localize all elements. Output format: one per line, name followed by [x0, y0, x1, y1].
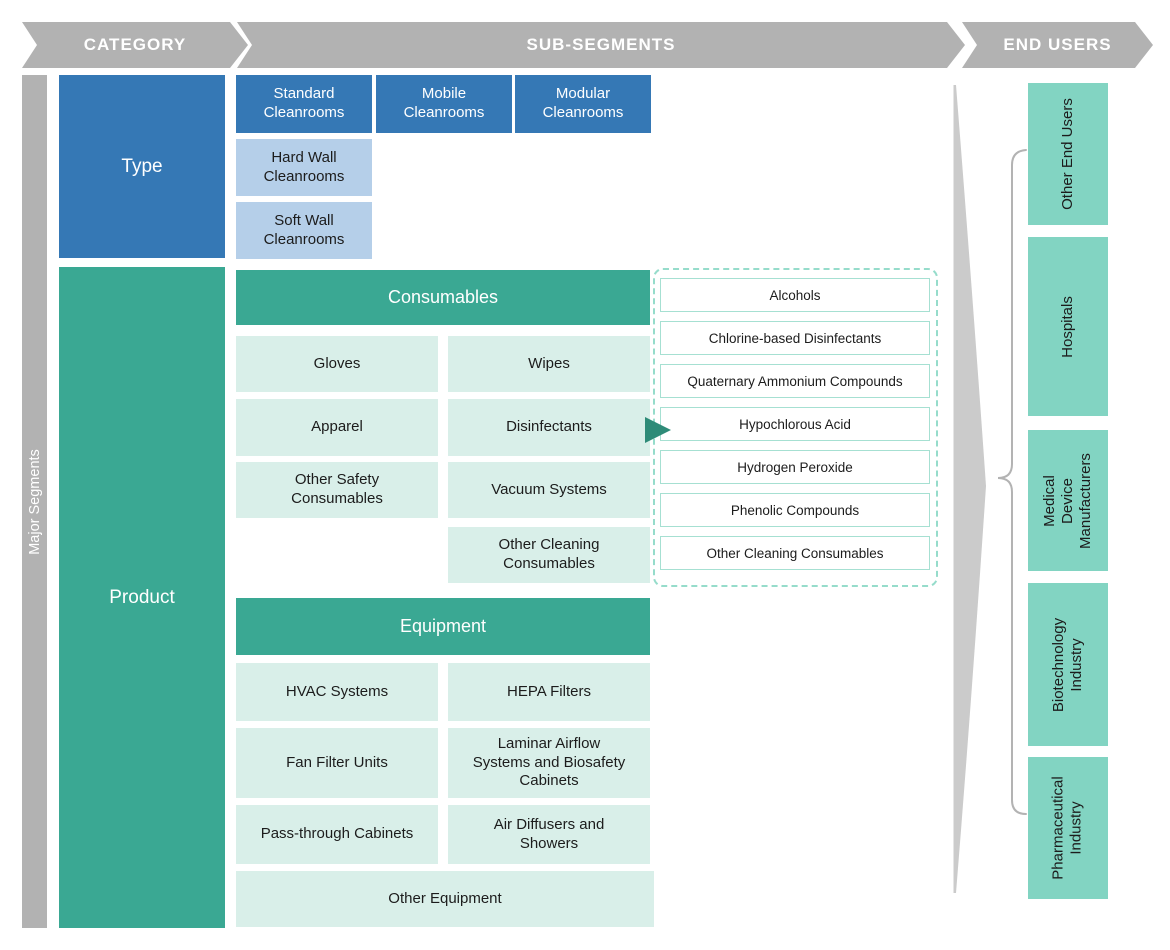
end-user-medical-device-manufacturers: Medical Device Manufacturers	[1028, 430, 1108, 571]
cell-hepa-filters: HEPA Filters	[448, 663, 650, 721]
cell-fan-filter-units: Fan Filter Units	[236, 728, 438, 798]
breakdown-chlorine-based: Chlorine-based Disinfectants	[660, 321, 930, 355]
subsegment-standard-cleanrooms: Standard Cleanrooms	[236, 75, 372, 133]
sub-segments-header-arrow: SUB-SEGMENTS	[237, 22, 965, 68]
cell-disinfectants: Disinfectants	[448, 399, 650, 456]
end-user-label: Pharmaceutical Industry	[1050, 776, 1086, 880]
cell-pass-through-cabinets: Pass-through Cabinets	[236, 805, 438, 864]
disinfectants-pointer-icon	[645, 417, 671, 443]
end-user-label: Hospitals	[1058, 295, 1076, 358]
subsegment-modular-cleanrooms: Modular Cleanrooms	[515, 75, 651, 133]
cell-air-diffusers-showers: Air Diffusers and Showers	[448, 805, 650, 864]
cell-laminar-airflow-biosafety: Laminar Airflow Systems and Biosafety Ca…	[448, 728, 650, 798]
end-user-other-end-users: Other End Users	[1028, 83, 1108, 225]
equipment-section-header: Equipment	[236, 598, 650, 655]
breakdown-hydrogen-peroxide: Hydrogen Peroxide	[660, 450, 930, 484]
end-user-biotechnology-industry: Biotechnology Industry	[1028, 583, 1108, 746]
major-segments-rail: Major Segments	[22, 75, 47, 928]
cell-hvac-systems: HVAC Systems	[236, 663, 438, 721]
cell-vacuum-systems: Vacuum Systems	[448, 462, 650, 518]
breakdown-phenolic-compounds: Phenolic Compounds	[660, 493, 930, 527]
end-user-label: Biotechnology Industry	[1050, 617, 1086, 712]
consumables-section-header: Consumables	[236, 270, 650, 325]
end-user-label: Other End Users	[1059, 98, 1076, 210]
category-type-box: Type	[59, 75, 225, 258]
subsegment-mobile-cleanrooms: Mobile Cleanrooms	[376, 75, 512, 133]
sub-segments-header-label: SUB-SEGMENTS	[237, 22, 965, 68]
breakdown-quaternary-ammonium: Quaternary Ammonium Compounds	[660, 364, 930, 398]
cell-other-equipment: Other Equipment	[236, 871, 654, 927]
category-product-box: Product	[59, 267, 225, 928]
major-segments-label: Major Segments	[26, 448, 43, 555]
breakdown-other-cleaning-consumables: Other Cleaning Consumables	[660, 536, 930, 570]
cell-other-safety-consumables: Other Safety Consumables	[236, 462, 438, 518]
category-header-arrow: CATEGORY	[22, 22, 248, 68]
end-user-label: Medical Device Manufacturers	[1041, 452, 1094, 549]
end-user-hospitals: Hospitals	[1028, 237, 1108, 416]
end-users-header-label: END USERS	[962, 22, 1153, 68]
cell-apparel: Apparel	[236, 399, 438, 456]
subsegment-soft-wall-cleanrooms: Soft Wall Cleanrooms	[236, 202, 372, 259]
breakdown-hypochlorous-acid: Hypochlorous Acid	[660, 407, 930, 441]
cell-wipes: Wipes	[448, 336, 650, 392]
cell-gloves: Gloves	[236, 336, 438, 392]
end-user-pharmaceutical-industry: Pharmaceutical Industry	[1028, 757, 1108, 899]
category-header-label: CATEGORY	[22, 22, 248, 68]
funnel-wedge-shape	[953, 85, 986, 893]
end-users-brace	[997, 149, 1027, 815]
end-users-header-arrow: END USERS	[962, 22, 1153, 68]
cell-other-cleaning-consumables: Other Cleaning Consumables	[448, 527, 650, 583]
breakdown-alcohols: Alcohols	[660, 278, 930, 312]
subsegment-hard-wall-cleanrooms: Hard Wall Cleanrooms	[236, 139, 372, 196]
